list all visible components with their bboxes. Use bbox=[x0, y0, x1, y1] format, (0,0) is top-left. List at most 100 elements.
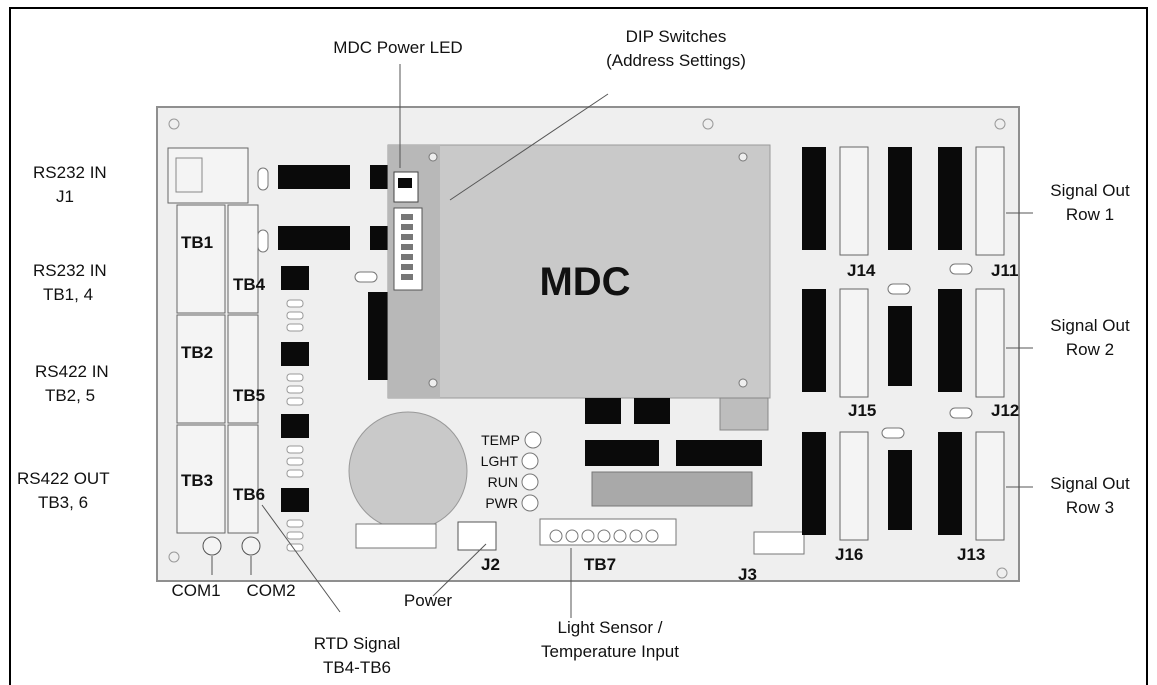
tb4-block bbox=[227, 204, 259, 314]
mdc-module-label: MDC bbox=[539, 260, 630, 304]
header-connector bbox=[355, 523, 437, 549]
callout-dip-line1: DIP Switches bbox=[626, 27, 727, 46]
j16-label: J16 bbox=[835, 545, 863, 564]
callout-dip-line2: (Address Settings) bbox=[606, 51, 746, 70]
mdc-module bbox=[387, 144, 771, 399]
j12-label: J12 bbox=[991, 401, 1019, 420]
tb7-label: TB7 bbox=[584, 555, 616, 574]
ic-chip bbox=[281, 266, 309, 290]
callout-com2: COM2 bbox=[246, 581, 295, 600]
mdc-power-led bbox=[398, 178, 412, 188]
callout-rs422-out-line2: TB3, 6 bbox=[38, 493, 88, 512]
j1-connector bbox=[167, 147, 249, 204]
module-connector bbox=[719, 397, 769, 431]
ic-chip bbox=[281, 342, 309, 366]
mounting-hole bbox=[994, 118, 1006, 130]
j1-port bbox=[175, 157, 203, 193]
ic-chip bbox=[634, 398, 670, 424]
tb2-label: TB2 bbox=[181, 343, 213, 362]
ribbon-connectors bbox=[839, 146, 1005, 541]
tb3-label: TB3 bbox=[181, 471, 213, 490]
run-led bbox=[521, 473, 539, 491]
callout-light-line1: Light Sensor / bbox=[558, 618, 663, 637]
j3-label: J3 bbox=[738, 565, 757, 584]
callout-rtd-line1: RTD Signal bbox=[314, 634, 401, 653]
callout-power: Power bbox=[404, 591, 453, 610]
tb1-block bbox=[176, 204, 226, 314]
module-screw bbox=[428, 152, 438, 162]
ic-chip bbox=[585, 398, 621, 424]
mounting-hole bbox=[168, 118, 180, 130]
callout-sig3-line1: Signal Out bbox=[1050, 474, 1130, 493]
led-label-lght: LGHT bbox=[481, 453, 519, 469]
ic-chip bbox=[585, 440, 659, 466]
buzzer-disk bbox=[348, 411, 468, 531]
right-chips bbox=[802, 147, 962, 535]
j14-label: J14 bbox=[847, 261, 876, 280]
com2-port bbox=[241, 536, 261, 556]
j3-connector bbox=[753, 531, 805, 555]
dip-switches bbox=[401, 214, 413, 280]
leader-lines bbox=[211, 64, 1033, 618]
capacitor bbox=[949, 263, 973, 275]
callout-light-line2: Temperature Input bbox=[541, 642, 679, 661]
mounting-hole bbox=[702, 118, 714, 130]
callout-sig3-line2: Row 3 bbox=[1066, 498, 1114, 517]
tb2-block bbox=[176, 314, 226, 424]
j2-connector bbox=[457, 521, 497, 551]
led-label-temp: TEMP bbox=[481, 432, 520, 448]
callout-sig1-line2: Row 1 bbox=[1066, 205, 1114, 224]
capacitor bbox=[257, 167, 269, 191]
callout-rs422-in-line2: TB2, 5 bbox=[45, 386, 95, 405]
capacitor bbox=[887, 283, 911, 295]
callout-rs422-out-line1: RS422 OUT bbox=[17, 469, 110, 488]
capacitor bbox=[881, 427, 905, 439]
ic-chip bbox=[278, 165, 350, 189]
callout-rs422-in-line1: RS422 IN bbox=[35, 362, 109, 381]
resistor-stack bbox=[286, 299, 304, 552]
callout-com1: COM1 bbox=[171, 581, 220, 600]
module-screw bbox=[428, 378, 438, 388]
pwr-led bbox=[521, 494, 539, 512]
ic-chip bbox=[676, 440, 762, 466]
tb7-terminals bbox=[549, 529, 659, 543]
tb4-label: TB4 bbox=[233, 275, 266, 294]
tb1-label: TB1 bbox=[181, 233, 213, 252]
callout-sig2-line2: Row 2 bbox=[1066, 340, 1114, 359]
mounting-hole bbox=[168, 551, 180, 563]
callout-rs232-j1-line2: J1 bbox=[56, 187, 74, 206]
callout-rs232-j1-line1: RS232 IN bbox=[33, 163, 107, 182]
capacitor bbox=[354, 271, 378, 283]
resistor-network bbox=[591, 471, 753, 507]
j2-label: J2 bbox=[481, 555, 500, 574]
callout-rs232-tb-line2: TB1, 4 bbox=[43, 285, 93, 304]
tb6-block bbox=[227, 424, 259, 534]
ic-chip bbox=[281, 488, 309, 512]
com1-port bbox=[202, 536, 222, 556]
led-label-pwr: PWR bbox=[485, 495, 518, 511]
ic-chip bbox=[278, 226, 350, 250]
callout-sig2-line1: Signal Out bbox=[1050, 316, 1130, 335]
j11-label: J11 bbox=[991, 261, 1018, 280]
callout-rs232-tb-line1: RS232 IN bbox=[33, 261, 107, 280]
callout-mdc-power-led: MDC Power LED bbox=[333, 38, 462, 57]
tb5-label: TB5 bbox=[233, 386, 265, 405]
tb5-block bbox=[227, 314, 259, 424]
module-screw bbox=[738, 152, 748, 162]
lght-led bbox=[521, 452, 539, 470]
temp-led bbox=[524, 431, 542, 449]
tb3-block bbox=[176, 424, 226, 534]
module-screw bbox=[738, 378, 748, 388]
led-label-run: RUN bbox=[488, 474, 518, 490]
ic-chip bbox=[281, 414, 309, 438]
mounting-hole bbox=[996, 567, 1008, 579]
ic-chip bbox=[368, 292, 390, 380]
j13-label: J13 bbox=[957, 545, 985, 564]
capacitor bbox=[257, 229, 269, 253]
callout-sig1-line1: Signal Out bbox=[1050, 181, 1130, 200]
capacitor bbox=[949, 407, 973, 419]
tb6-label: TB6 bbox=[233, 485, 265, 504]
callout-rtd-line2: TB4-TB6 bbox=[323, 658, 391, 677]
diagram-frame bbox=[9, 7, 1148, 685]
